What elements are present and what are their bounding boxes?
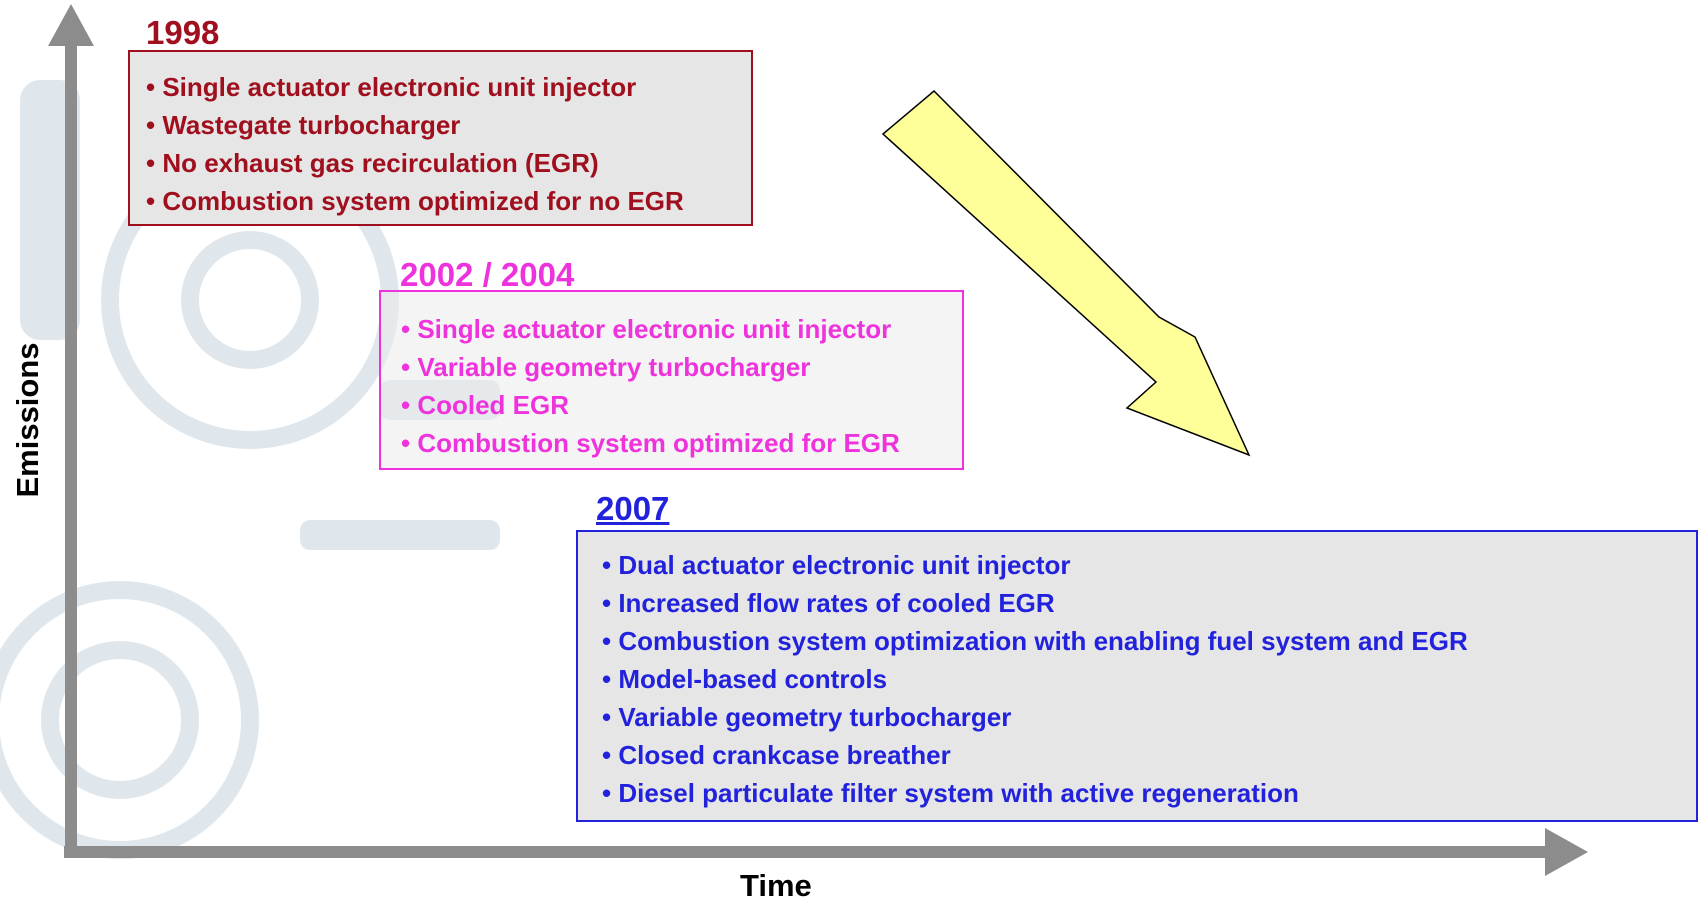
list-item: • Combustion system optimized for no EGR: [146, 186, 684, 216]
era-2007-list: • Dual actuator electronic unit injector…: [602, 546, 1468, 812]
list-item: • Combustion system optimized for EGR: [401, 428, 900, 458]
era-2007-year: 2007: [596, 490, 670, 527]
era-1998-box: • Single actuator electronic unit inject…: [128, 50, 753, 226]
era-2002-2004-year: 2002 / 2004: [400, 256, 575, 293]
y-axis-label: Emissions: [10, 342, 45, 498]
list-item: • Wastegate turbocharger: [146, 110, 461, 140]
list-item: • Variable geometry turbocharger: [401, 352, 811, 382]
x-axis: [64, 828, 1588, 876]
list-item: • Diesel particulate filter system with …: [602, 778, 1299, 808]
list-item: • Combustion system optimization with en…: [602, 626, 1468, 656]
list-item: • Dual actuator electronic unit injector: [602, 550, 1071, 580]
era-2002-2004-list: • Single actuator electronic unit inject…: [401, 310, 900, 462]
list-item: • Single actuator electronic unit inject…: [401, 314, 892, 344]
list-item: • Variable geometry turbocharger: [602, 702, 1012, 732]
era-1998-list: • Single actuator electronic unit inject…: [146, 68, 684, 220]
era-2002-2004-box: • Single actuator electronic unit inject…: [379, 290, 964, 470]
trend-arrow-shape: [881, 89, 1251, 457]
era-1998-year: 1998: [146, 14, 220, 51]
era-2007-box: • Dual actuator electronic unit injector…: [576, 530, 1698, 822]
list-item: • No exhaust gas recirculation (EGR): [146, 148, 599, 178]
list-item: • Model-based controls: [602, 664, 888, 694]
list-item: • Increased flow rates of cooled EGR: [602, 588, 1055, 618]
list-item: • Closed crankcase breather: [602, 740, 951, 770]
x-axis-label: Time: [740, 868, 812, 903]
list-item: • Single actuator electronic unit inject…: [146, 72, 637, 102]
list-item: • Cooled EGR: [401, 390, 569, 420]
y-axis: [48, 4, 94, 848]
